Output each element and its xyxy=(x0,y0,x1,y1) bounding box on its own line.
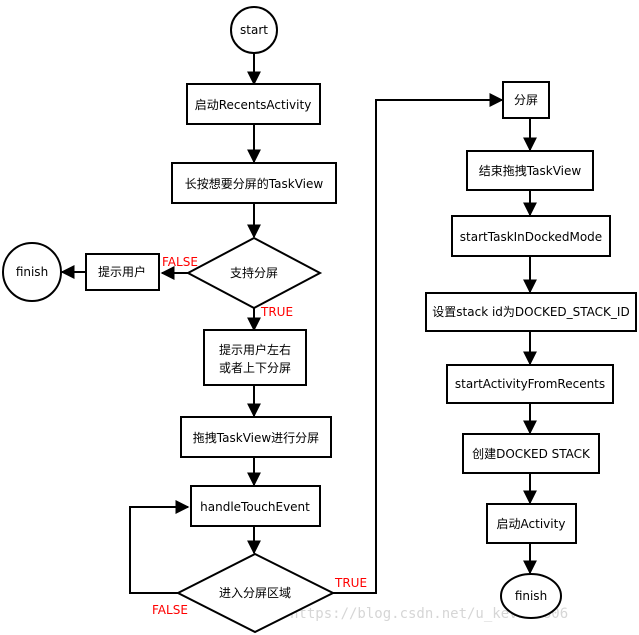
node-launch-recents: 启动RecentsActivity xyxy=(186,83,321,125)
node-end-drag-label: 结束拖拽TaskView xyxy=(479,164,582,178)
decision-supports-split: 支持分屏 xyxy=(185,236,323,310)
node-long-press: 长按想要分屏的TaskView xyxy=(171,162,337,204)
node-finish-left-label: finish xyxy=(16,265,48,279)
node-set-stack-label: 设置stack id为DOCKED_STACK_ID xyxy=(432,305,629,319)
node-split-label: 分屏 xyxy=(514,93,538,107)
node-split: 分屏 xyxy=(502,81,550,119)
node-set-stack: 设置stack id为DOCKED_STACK_ID xyxy=(425,292,637,332)
node-create-docked-label: 创建DOCKED STACK xyxy=(472,447,591,461)
node-finish-left: finish xyxy=(2,242,62,302)
node-prompt-lr: 提示用户左右 或者上下分屏 xyxy=(203,329,307,386)
node-prompt-user-label: 提示用户 xyxy=(98,264,146,279)
node-drag-split-label: 拖拽TaskView进行分屏 xyxy=(193,431,319,445)
node-prompt-lr-line1: 提示用户左右 xyxy=(219,342,291,357)
edge-zone-false-loop xyxy=(129,500,190,594)
node-launch-recents-label: 启动RecentsActivity xyxy=(195,98,312,112)
node-start-label: start xyxy=(240,23,268,37)
node-finish-right-label: finish xyxy=(515,589,547,603)
node-long-press-label: 长按想要分屏的TaskView xyxy=(185,176,324,191)
node-start-docked: startTaskInDockedMode xyxy=(451,215,611,257)
node-start: start xyxy=(230,6,278,54)
edges xyxy=(60,52,537,594)
label-false-support: FALSE xyxy=(162,255,198,269)
node-start-from-recents: startActivityFromRecents xyxy=(446,364,614,404)
node-drag-split: 拖拽TaskView进行分屏 xyxy=(180,416,332,458)
node-prompt-lr-line2: 或者上下分屏 xyxy=(219,361,291,375)
node-launch-activity: 启动Activity xyxy=(486,503,577,544)
decision-enter-zone: 进入分屏区域 xyxy=(175,552,336,634)
node-create-docked: 创建DOCKED STACK xyxy=(462,433,600,474)
node-handle-touch: handleTouchEvent xyxy=(190,485,321,527)
node-handle-touch-label: handleTouchEvent xyxy=(200,500,310,514)
node-end-drag: 结束拖拽TaskView xyxy=(466,150,594,191)
label-true-zone: TRUE xyxy=(334,576,367,590)
label-true-support: TRUE xyxy=(260,305,293,319)
node-finish-right: finish xyxy=(500,573,562,619)
node-start-docked-label: startTaskInDockedMode xyxy=(460,230,602,244)
node-start-from-recents-label: startActivityFromRecents xyxy=(455,377,605,391)
label-false-zone: FALSE xyxy=(152,603,188,617)
edge-zone-true-to-split xyxy=(333,93,504,594)
node-launch-activity-label: 启动Activity xyxy=(497,517,566,531)
node-prompt-user: 提示用户 xyxy=(85,253,160,291)
decision-supports-split-label: 支持分屏 xyxy=(230,265,278,280)
decision-enter-zone-label: 进入分屏区域 xyxy=(219,586,291,600)
watermark: https://blog.csdn.net/u_kevin0606 xyxy=(290,606,568,622)
